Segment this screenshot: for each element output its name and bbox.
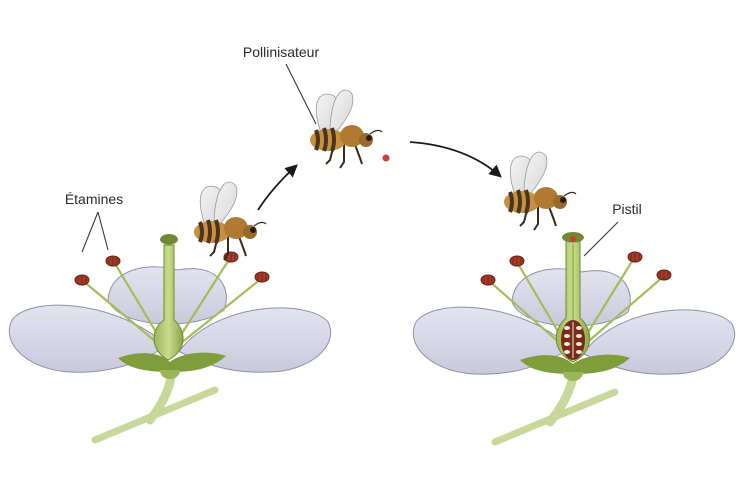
leader-stamen-1 (81, 211, 99, 253)
pistil-left (153, 244, 184, 361)
label-stamens: Étamines (65, 191, 123, 207)
label-pollinator: Pollinisateur (243, 44, 320, 60)
stamen-anther (254, 271, 270, 283)
bee-left (192, 180, 268, 262)
arrow-to-pollinator (257, 164, 298, 211)
pollen-dot (382, 154, 390, 162)
petal-left (8, 304, 161, 373)
leader-pistil (583, 221, 619, 257)
left-flower (8, 234, 332, 444)
arrow-to-flower (409, 141, 502, 178)
stamen-anther (74, 274, 90, 286)
label-pistil: Pistil (612, 201, 642, 217)
right-flower (412, 232, 736, 446)
bee-right (502, 150, 578, 232)
stamen-anther (105, 255, 121, 267)
bee-flying (308, 88, 384, 170)
leader-stamen-2 (97, 211, 109, 251)
stigma-left (160, 234, 178, 245)
leader-pollinator (285, 63, 317, 125)
